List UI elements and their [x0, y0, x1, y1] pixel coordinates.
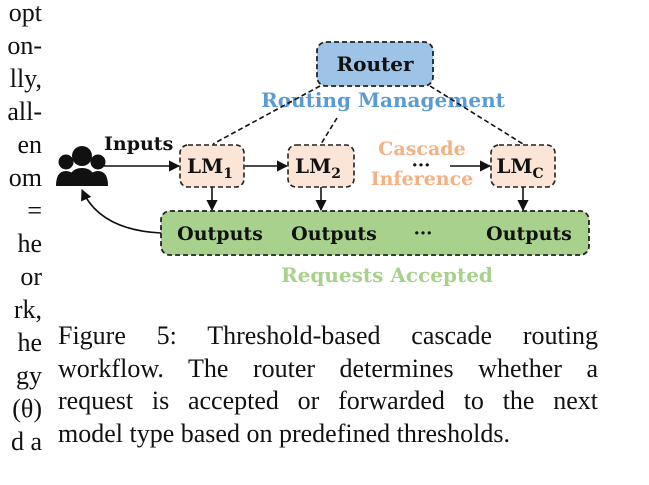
routing-diagram: Router Routing Management Inputs LM1 LM2…: [56, 41, 590, 287]
return-arrow: [81, 188, 162, 234]
figure-caption: Figure 5: Threshold-based cascade routin…: [58, 320, 598, 450]
outputs-bar: [160, 210, 590, 256]
lm-node-2-label: LM2: [295, 154, 341, 182]
inputs-label: Inputs: [104, 133, 173, 155]
left-fragment: rk,: [13, 295, 42, 324]
lm-node-c-label: LMC: [496, 154, 543, 182]
left-fragment: (θ): [12, 394, 42, 423]
left-fragment: on-: [7, 31, 42, 60]
left-fragment: all-: [7, 97, 42, 126]
left-fragment: or: [20, 262, 42, 291]
outputs-label-c: Outputs: [486, 223, 572, 245]
cascade-label: Cascade: [378, 138, 465, 160]
router-label: Router: [336, 52, 413, 76]
left-fragment: lly,: [9, 64, 42, 93]
routing-management-label: Routing Management: [261, 88, 506, 112]
outputs-ellipsis: ···: [414, 223, 433, 244]
left-column-text: opt on- lly, all- en om = he or rk, he g…: [0, 0, 42, 485]
users-group-icon: [56, 146, 108, 186]
router-box: [316, 41, 434, 87]
lm-node-1-label: LM1: [187, 154, 233, 182]
caption-line: Figure 5: Threshold-based cascade routin…: [58, 321, 598, 350]
lm-node-2: [287, 144, 355, 188]
requests-accepted-label: Requests Accepted: [281, 263, 493, 287]
caption-line: request is accepted or forwarded to the …: [58, 386, 598, 415]
caption-line: workflow. The router determines whether …: [58, 353, 598, 383]
left-fragment: om: [8, 163, 42, 192]
left-fragment: opt: [8, 0, 42, 27]
outputs-label-1: Outputs: [177, 223, 263, 245]
caption-line: model type based on predefined threshold…: [58, 418, 510, 448]
left-fragment: en: [17, 130, 42, 159]
left-fragment: gy: [16, 361, 42, 390]
left-fragment: he: [17, 328, 42, 357]
left-fragment: =: [27, 196, 42, 225]
outputs-label-2: Outputs: [291, 223, 377, 245]
cascade-ellipsis: ···: [412, 155, 431, 176]
left-fragment: d a: [10, 427, 42, 456]
inference-label: Inference: [371, 168, 474, 190]
routing-connectors: [212, 85, 524, 145]
left-fragment: he: [17, 229, 42, 258]
